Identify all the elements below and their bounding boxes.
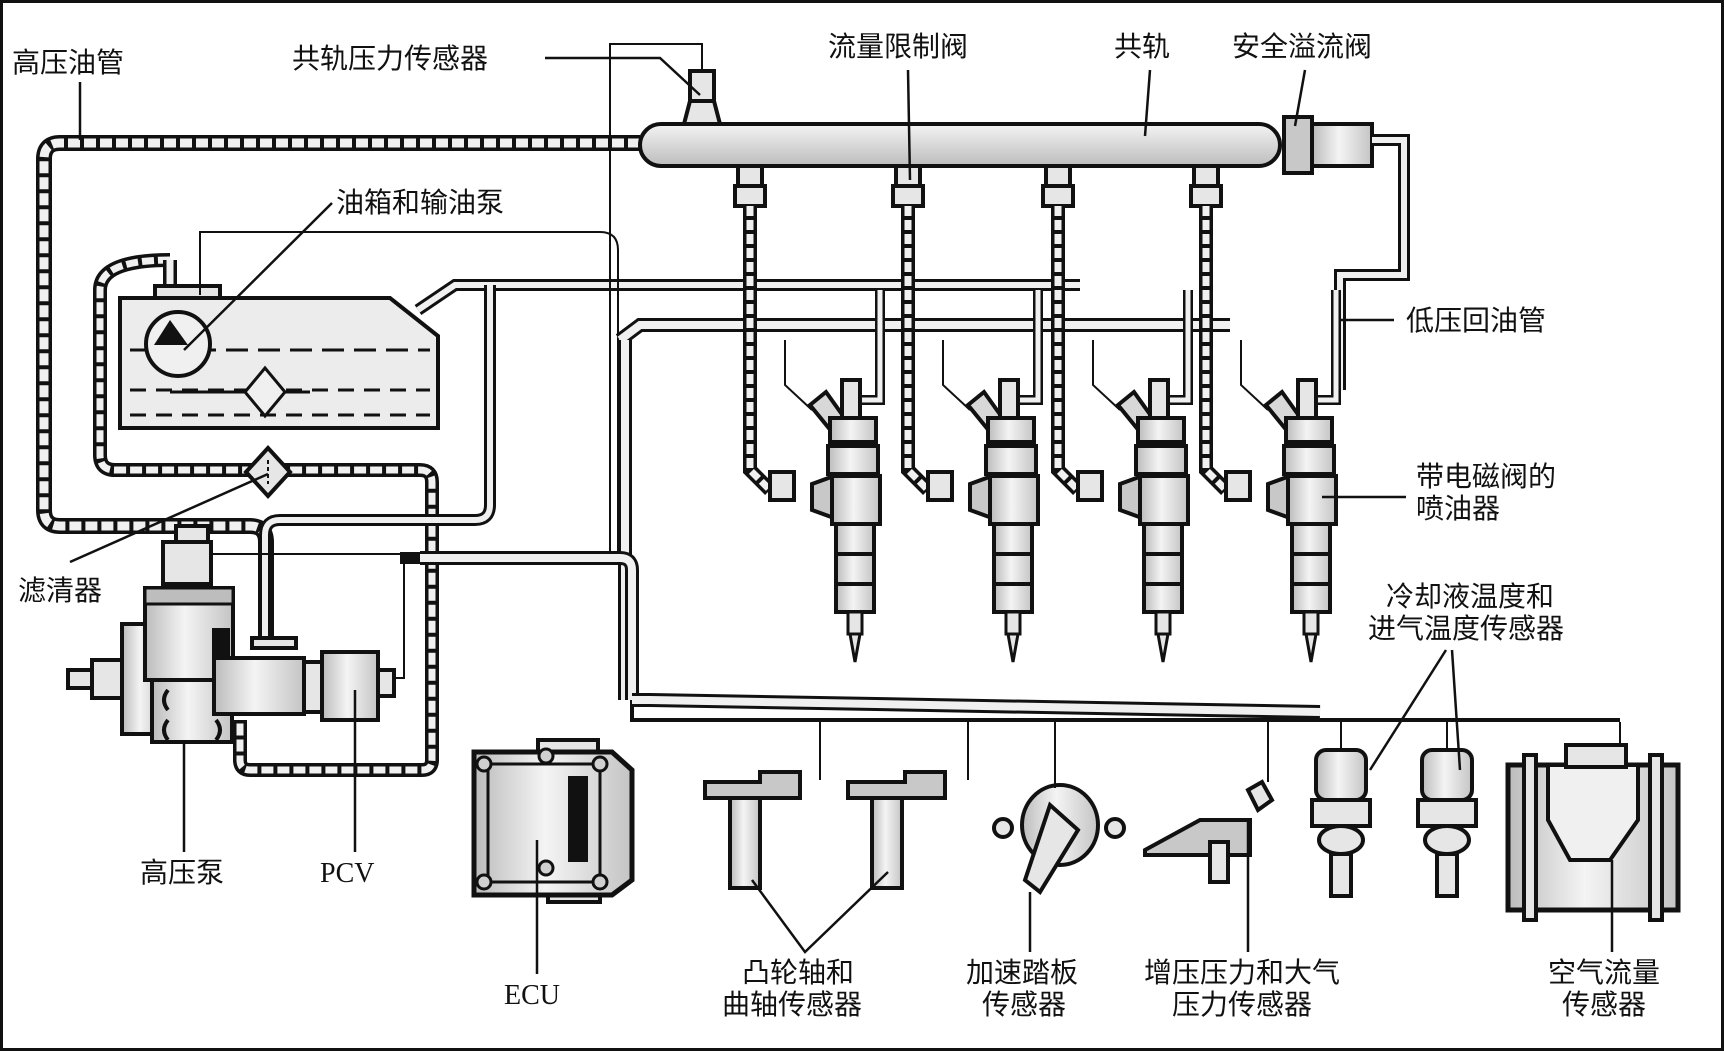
label-cam-crank-1: 凸轮轴和 — [742, 956, 854, 989]
cam-sensor — [703, 722, 821, 890]
label-filter: 滤清器 — [18, 574, 102, 607]
label-temp-sensors-1: 冷却液温度和 — [1386, 580, 1554, 613]
intake-temp-sensor — [1416, 722, 1478, 898]
injector-3 — [1051, 206, 1193, 663]
accelerator-pedal-sensor — [992, 722, 1126, 895]
flow-limiter-4 — [1189, 164, 1223, 208]
leader-flow-limiter — [906, 69, 912, 181]
label-air-flow-2: 传感器 — [1562, 988, 1646, 1021]
fuel-filter — [243, 445, 293, 499]
flow-limiter-2 — [891, 164, 925, 208]
label-low-pressure-return: 低压回油管 — [1406, 304, 1546, 337]
label-injector-1: 带电磁阀的 — [1416, 460, 1556, 493]
label-temp-sensors-2: 进气温度传感器 — [1368, 612, 1564, 645]
rail-pressure-sensor — [688, 69, 716, 103]
label-air-flow-1: 空气流量 — [1548, 956, 1660, 989]
leader-filter — [69, 472, 269, 564]
boost-pressure-sensor — [1143, 722, 1275, 884]
injectors — [743, 206, 1341, 663]
leader-rail-pressure-sensor — [545, 56, 701, 96]
leader-cam-crank — [750, 871, 889, 954]
leader-pressure-relief-valve — [1293, 69, 1307, 127]
flow-limiter-3 — [1041, 164, 1075, 208]
label-boost-pressure-1: 增压压力和大气 — [1144, 956, 1340, 989]
leader-tank-feed-pump — [183, 202, 333, 351]
label-common-rail: 共轨 — [1114, 30, 1170, 63]
injector-2 — [901, 206, 1043, 663]
label-injector-2: 喷油器 — [1416, 492, 1500, 525]
label-tank-feed-pump: 油箱和输油泵 — [336, 186, 504, 219]
label-high-pressure-line: 高压油管 — [12, 46, 124, 79]
label-boost-pressure-2: 压力传感器 — [1172, 988, 1312, 1021]
pcv-valve — [302, 552, 420, 722]
crank-sensor — [846, 722, 969, 890]
label-cam-crank-2: 曲轴传感器 — [722, 988, 862, 1021]
leader-common-rail — [1143, 69, 1152, 137]
label-high-pressure-pump: 高压泵 — [140, 856, 224, 889]
fuel-tank — [93, 253, 440, 777]
pressure-relief-valve — [1282, 115, 1314, 175]
air-flow-sensor — [1505, 722, 1681, 922]
flow-limiter-1 — [733, 164, 767, 208]
coolant-temp-sensor — [1310, 722, 1372, 898]
common-rail — [638, 69, 1374, 208]
injector-4 — [1199, 206, 1341, 663]
leader-temp-sensors — [1368, 649, 1462, 771]
label-rail-pressure-sensor: 共轨压力传感器 — [292, 42, 488, 75]
label-pressure-relief-valve: 安全溢流阀 — [1232, 30, 1372, 63]
label-flow-limiter: 流量限制阀 — [828, 30, 968, 63]
label-pcv: PCV — [320, 858, 374, 889]
label-ecu: ECU — [504, 980, 560, 1011]
ecu — [471, 738, 635, 904]
injector-1 — [743, 206, 885, 663]
label-accel-pedal-2: 传感器 — [982, 988, 1066, 1021]
label-accel-pedal-1: 加速踏板 — [966, 956, 1078, 989]
